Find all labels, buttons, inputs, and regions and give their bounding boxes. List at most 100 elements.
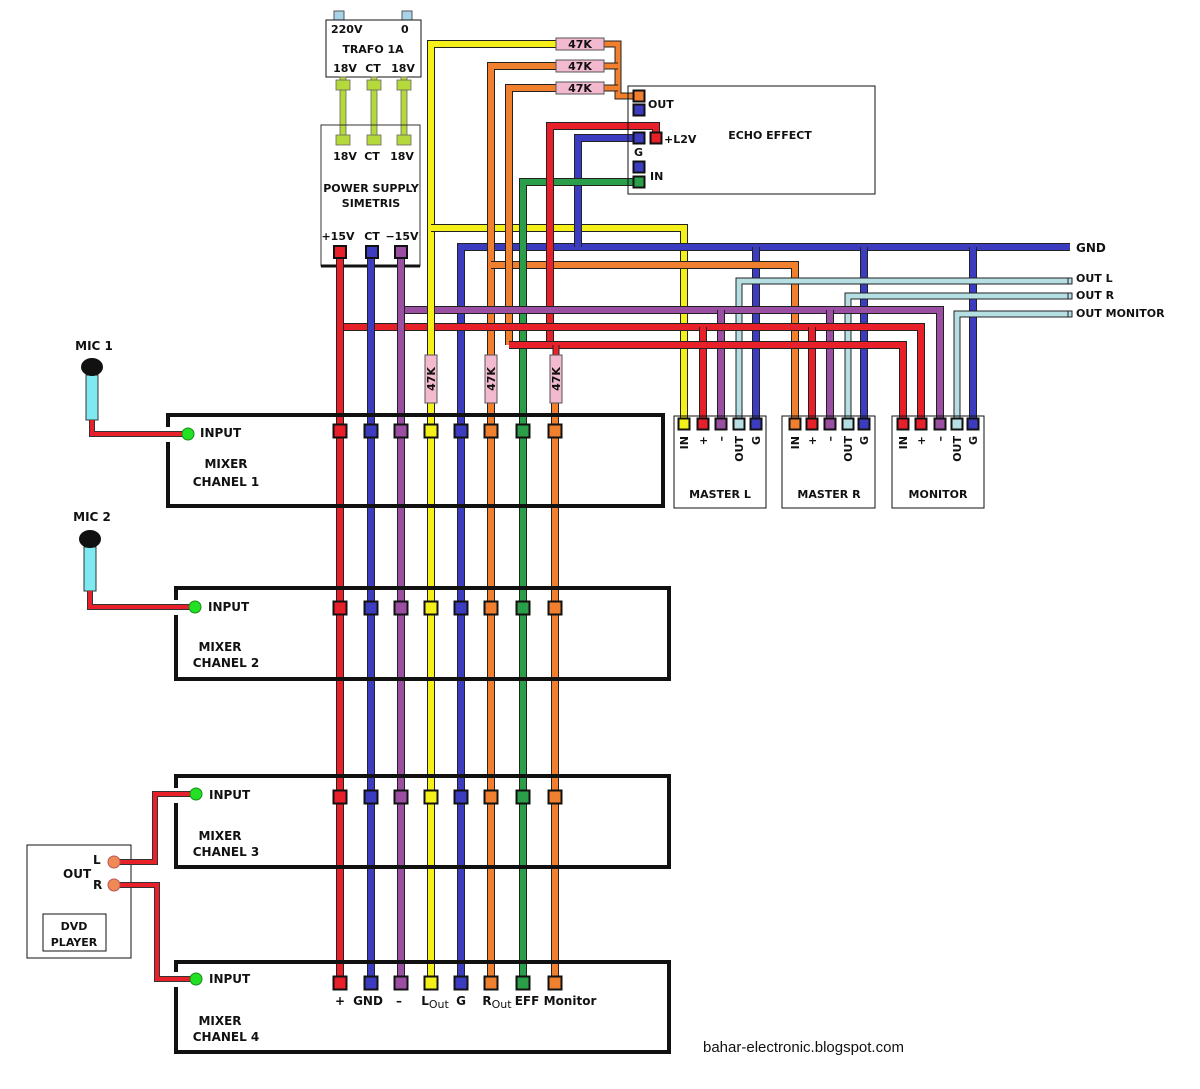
channel-2-pad-7 bbox=[547, 600, 563, 616]
psu-out-minus: −15V bbox=[385, 230, 419, 243]
bus-end-0 bbox=[1067, 277, 1073, 285]
wire-out-l bbox=[736, 278, 1070, 422]
trafo-out-2: CT bbox=[365, 62, 381, 75]
trafo-title: TRAFO 1A bbox=[342, 43, 404, 56]
echo-pad-unused-1 bbox=[632, 103, 646, 117]
wire-out-r bbox=[845, 293, 1070, 422]
amp-0-pin-2 bbox=[714, 417, 728, 431]
dvd-r-label: R bbox=[93, 878, 102, 892]
input-label: INPUT bbox=[200, 426, 242, 440]
amp-0-pin-3 bbox=[732, 417, 746, 431]
echo-pin-in-label: IN bbox=[650, 170, 663, 183]
channel-3-pad-5 bbox=[483, 789, 499, 805]
out-l-label: OUT L bbox=[1076, 272, 1113, 285]
wire-plus-bus bbox=[340, 324, 924, 422]
amp-2-pin-label-3: OUT bbox=[951, 436, 964, 462]
echo-pin-12v-label: +L2V bbox=[664, 133, 697, 146]
amp-2-pin-4 bbox=[966, 417, 980, 431]
channel-3-pad-3 bbox=[423, 789, 439, 805]
bus-pin-label-0: + bbox=[335, 994, 345, 1008]
dvd-player: DVD PLAYER OUT L R bbox=[26, 791, 194, 982]
amp-0-pin-label-3: OUT bbox=[733, 436, 746, 462]
wire-minus-bus bbox=[401, 307, 943, 422]
channel-line2: CHANEL 3 bbox=[193, 845, 260, 859]
channel-3-pad-0 bbox=[332, 789, 348, 805]
psu-title-2: SIMETRIS bbox=[342, 197, 401, 210]
channel-4-pad-4 bbox=[453, 975, 469, 991]
dvd-box bbox=[26, 844, 132, 959]
power-supply: 18V CT 18V POWER SUPPLY SIMETRIS +15V CT… bbox=[320, 124, 421, 268]
amp-2-pin-label-0: IN bbox=[897, 436, 910, 449]
input-jack-3 bbox=[189, 787, 203, 801]
channel-1-pad-1 bbox=[363, 423, 379, 439]
channel-3-pad-1 bbox=[363, 789, 379, 805]
amp-2-pin-label-2: – bbox=[934, 436, 947, 442]
amp-name: MASTER L bbox=[689, 488, 751, 501]
mic-1: MIC 1 bbox=[75, 339, 186, 437]
amp-1-pin-label-0: IN bbox=[789, 436, 802, 449]
resistor-v-rout bbox=[484, 354, 498, 404]
bus-end-1 bbox=[1067, 292, 1073, 300]
amp-0-pin-label-0: IN bbox=[678, 436, 691, 449]
channel-2-pad-0 bbox=[332, 600, 348, 616]
amp-0-pin-1 bbox=[696, 417, 710, 431]
wire-echo-g bbox=[575, 135, 638, 247]
amp-2-pin-label-4: G bbox=[967, 436, 980, 445]
echo-box bbox=[627, 85, 876, 195]
channel-1-pad-6 bbox=[515, 423, 531, 439]
out-r-label: OUT R bbox=[1076, 289, 1115, 302]
wire-monitor-in-bus bbox=[509, 342, 906, 422]
amp-2-pin-2 bbox=[933, 417, 947, 431]
dvd-r-jack bbox=[107, 878, 121, 892]
channel-4-pad-6 bbox=[515, 975, 531, 991]
input-label: INPUT bbox=[209, 788, 251, 802]
wire-lout-masterl-in bbox=[431, 225, 687, 422]
psu-out-plus: +15V bbox=[321, 230, 355, 243]
bus-pin-sublabel: Out bbox=[492, 998, 513, 1011]
resistor-h-2 bbox=[555, 59, 605, 73]
wire-rout-masterr-in bbox=[491, 262, 798, 422]
amp-master-r: MASTER R bbox=[781, 415, 876, 509]
amp-2-pin-label-1: + bbox=[915, 436, 928, 445]
psu-pad-plus bbox=[333, 245, 347, 259]
input-jack-1 bbox=[181, 427, 195, 441]
channel-4-pad-1 bbox=[363, 975, 379, 991]
amp-1-pin-0 bbox=[788, 417, 802, 431]
channel-3-pad-7 bbox=[547, 789, 563, 805]
psu-in-3: 18V bbox=[390, 150, 414, 163]
amp-0-pin-0 bbox=[677, 417, 691, 431]
amp-monitor: MONITOR bbox=[891, 415, 985, 509]
channel-4-pad-2 bbox=[393, 975, 409, 991]
amp-1-pin-1 bbox=[805, 417, 819, 431]
dvd-line2: PLAYER bbox=[51, 936, 98, 949]
channel-1-pad-2 bbox=[393, 423, 409, 439]
psu-pad-minus bbox=[394, 245, 408, 259]
channel-2-pad-2 bbox=[393, 600, 409, 616]
channel-line2: CHANEL 1 bbox=[193, 475, 260, 489]
amp-0-pin-4 bbox=[749, 417, 763, 431]
resistor-h-1 bbox=[555, 37, 605, 51]
dvd-out-label: OUT bbox=[63, 867, 92, 881]
trafo-out-1: 18V bbox=[333, 62, 357, 75]
amp-0-pin-label-2: – bbox=[715, 436, 728, 442]
amp-1-pin-label-1: + bbox=[806, 436, 819, 445]
input-jack-4 bbox=[189, 972, 203, 986]
amp-1-pin-3 bbox=[841, 417, 855, 431]
channel-line1: MIXER bbox=[198, 829, 241, 843]
dvd-l-label: L bbox=[93, 853, 101, 867]
channel-4-pad-5 bbox=[483, 975, 499, 991]
channel-2-pad-1 bbox=[363, 600, 379, 616]
bus-pin-label-1: GND bbox=[353, 994, 383, 1008]
resistor-v-monitor-label: 47K bbox=[550, 367, 563, 391]
amp-name: MASTER R bbox=[797, 488, 861, 501]
wire-out-monitor bbox=[954, 311, 1070, 422]
channel-2-pad-3 bbox=[423, 600, 439, 616]
echo-pad-g bbox=[632, 131, 646, 145]
channel-1-pad-7 bbox=[547, 423, 563, 439]
channel-3-pad-4 bbox=[453, 789, 469, 805]
trafo-psu-wires bbox=[335, 76, 412, 146]
